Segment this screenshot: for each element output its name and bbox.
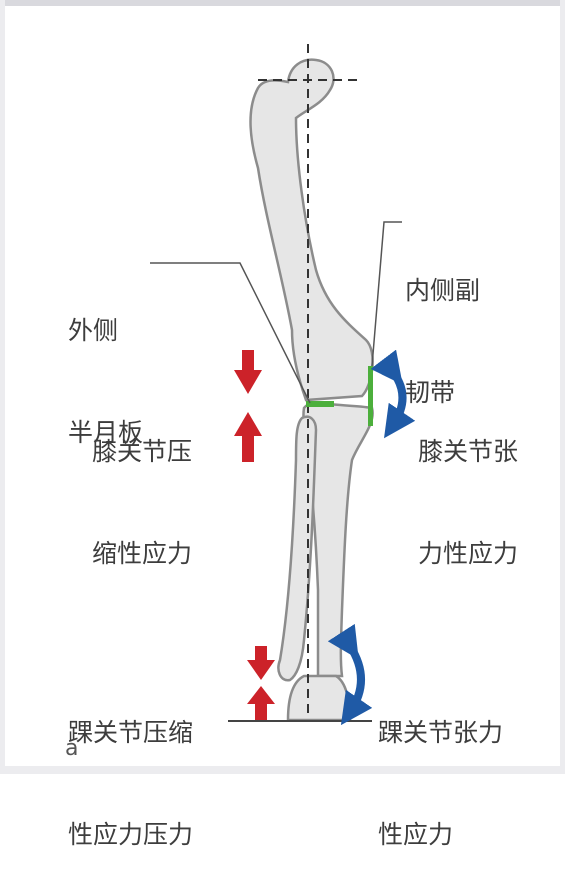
knee-tensile-label-line-1: 膝关节张 — [418, 437, 519, 466]
knee-tensile-arrow-icon — [370, 349, 416, 439]
knee-compressive-label: 膝关节压 缩性应力 — [92, 367, 192, 605]
window-frame-left — [0, 0, 5, 774]
lateral-meniscus-label: 外侧 半月板 — [68, 246, 143, 484]
leg-diagram — [150, 44, 416, 726]
knee-tensile-label: 膝关节张 力性应力 — [418, 367, 518, 605]
mcl-label-line-1: 内侧副 — [405, 276, 481, 305]
medial-collateral-ligament-mark — [368, 366, 373, 426]
knee-tensile-label-line-2: 力性应力 — [418, 539, 519, 568]
ankle-tensile-label-line-1: 踝关节张力 — [378, 718, 504, 747]
ankle-compressive-label: 踝关节压缩 性应力压力 — [68, 648, 193, 886]
panel-label: a — [65, 736, 79, 761]
knee-compressive-label-line-2: 缩性应力 — [92, 539, 193, 568]
mcl-label-line-2: 韧带 — [405, 378, 456, 407]
window-frame-right — [560, 0, 565, 774]
knee-compressive-arrows-icon — [234, 350, 262, 462]
ankle-compressive-label-line-1: 踝关节压缩 — [68, 718, 194, 747]
femur-bone — [249, 58, 374, 402]
lateral-meniscus-leader — [150, 262, 311, 404]
ankle-compressive-arrows-icon — [247, 646, 275, 720]
window-frame-bottom — [0, 766, 565, 774]
ankle-tensile-arrow-icon — [327, 623, 373, 726]
fibula-bone — [277, 415, 318, 682]
window-frame-top — [0, 0, 565, 6]
mcl-leader — [371, 221, 402, 367]
knee-compressive-label-line-1: 膝关节压 — [92, 437, 193, 466]
ankle-tensile-label: 踝关节张力 性应力 — [378, 648, 503, 886]
ankle-tensile-label-line-2: 性应力 — [378, 820, 454, 849]
lateral-meniscus-label-line-2: 半月板 — [68, 418, 144, 447]
mcl-label: 内侧副 韧带 — [405, 206, 480, 444]
lateral-meniscus-label-line-1: 外侧 — [68, 316, 119, 345]
ankle-compressive-label-line-2: 性应力压力 — [68, 820, 194, 849]
lateral-meniscus-mark — [306, 401, 334, 407]
talus-bone — [286, 674, 352, 722]
